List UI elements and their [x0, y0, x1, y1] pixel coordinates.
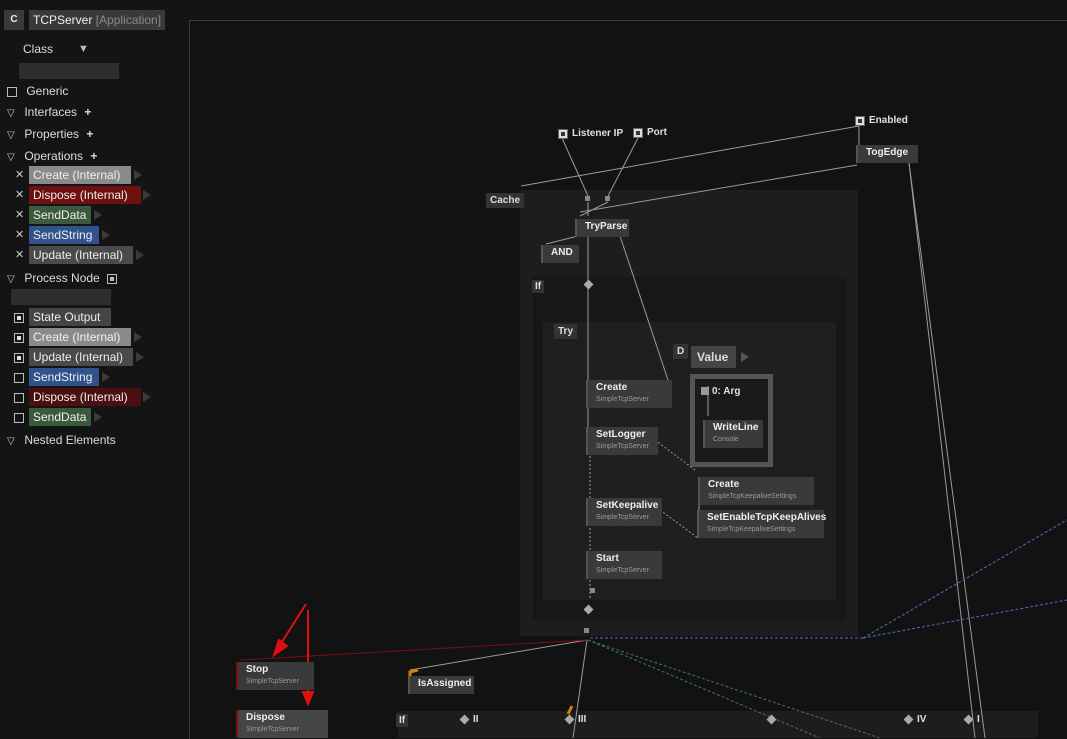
setenabletcpkeepalives-node[interactable]: SetEnableTcpKeepAlives SimpleTcpKeepaliv…	[697, 510, 826, 538]
class-name-input[interactable]	[19, 63, 119, 79]
class-title[interactable]: TCPServer [Application]	[29, 10, 166, 30]
listener-ip-label: Listener IP	[572, 128, 624, 139]
if-case-label: If	[396, 714, 409, 727]
interfaces-section[interactable]: ▽ Interfaces +	[7, 103, 91, 121]
delegate-label: D	[673, 344, 689, 359]
operation-arrow-icon	[134, 170, 142, 180]
process-item-checkbox-icon[interactable]	[14, 353, 24, 363]
stop-node[interactable]: Stop SimpleTcpServer	[236, 662, 314, 690]
process-senddata[interactable]: SendData	[29, 408, 91, 426]
generic-toggle[interactable]: Generic	[7, 82, 68, 100]
operation-arrow-icon	[134, 332, 142, 342]
input-pin[interactable]	[605, 196, 610, 201]
arg-label: 0: Arg	[712, 386, 741, 397]
port-label: Port	[647, 127, 667, 138]
enabled-label: Enabled	[869, 115, 908, 126]
expand-triangle-icon: ▽	[7, 436, 15, 447]
properties-section[interactable]: ▽ Properties +	[7, 125, 93, 143]
process-node-checkbox-icon[interactable]	[107, 273, 118, 284]
remove-operation-icon[interactable]: ✕	[15, 229, 25, 241]
remove-operation-icon[interactable]: ✕	[15, 209, 25, 221]
case-label-i: I	[977, 714, 980, 725]
class-label: Class	[23, 42, 54, 56]
isassigned-node[interactable]: IsAssigned	[408, 676, 474, 694]
output-pin[interactable]	[590, 588, 595, 593]
tryparse-node[interactable]: TryParse	[575, 219, 629, 237]
case-label-iv: IV	[917, 714, 927, 725]
operation-arrow-icon	[143, 190, 151, 200]
dispose-node[interactable]: Dispose SimpleTcpServer	[236, 710, 328, 738]
remove-operation-icon[interactable]: ✕	[15, 169, 25, 181]
port-pad-icon[interactable]	[633, 128, 643, 138]
process-state-output[interactable]: State Output	[29, 308, 111, 326]
setlogger-node[interactable]: SetLogger SimpleTcpServer	[586, 427, 658, 455]
start-node[interactable]: Start SimpleTcpServer	[586, 551, 662, 579]
cache-output-pin[interactable]	[584, 628, 589, 633]
process-item-checkbox-icon[interactable]	[14, 393, 24, 403]
operation-dispose-internal[interactable]: Dispose (Internal)	[29, 186, 141, 204]
setkeepalive-node[interactable]: SetKeepalive SimpleTcpServer	[586, 498, 662, 526]
togedge-node[interactable]: TogEdge	[856, 145, 918, 163]
process-create-internal[interactable]: Create (Internal)	[29, 328, 131, 346]
nested-elements-section[interactable]: ▽ Nested Elements	[7, 431, 116, 449]
and-node[interactable]: AND	[541, 245, 579, 263]
operation-senddata[interactable]: SendData	[29, 206, 91, 224]
operation-create-internal[interactable]: Create (Internal)	[29, 166, 131, 184]
expand-triangle-icon: ▽	[7, 130, 15, 141]
expand-triangle-icon: ▽	[7, 274, 15, 285]
operation-arrow-icon	[102, 230, 110, 240]
cache-label: Cache	[486, 193, 525, 208]
create-node[interactable]: Create SimpleTcpServer	[586, 380, 672, 408]
class-subtitle: [Application]	[95, 13, 162, 27]
keepalive-create-node[interactable]: Create SimpleTcpKeepaliveSettings	[698, 477, 814, 505]
value-label[interactable]: Value	[691, 346, 737, 368]
value-arrow-icon	[741, 352, 749, 362]
case-label-iii: III	[578, 714, 587, 725]
operation-arrow-icon	[94, 210, 102, 220]
operation-arrow-icon	[136, 352, 144, 362]
process-node-input[interactable]	[11, 289, 111, 305]
process-sendstring[interactable]: SendString	[29, 368, 99, 386]
class-badge: C	[4, 10, 24, 30]
operation-arrow-icon	[102, 372, 110, 382]
operation-arrow-icon	[143, 392, 151, 402]
case-label-ii: II	[473, 714, 479, 725]
case-region[interactable]	[398, 711, 1038, 738]
process-item-checkbox-icon[interactable]	[14, 373, 24, 383]
class-name: TCPServer	[33, 13, 93, 27]
process-update-internal[interactable]: Update (Internal)	[29, 348, 133, 366]
expand-triangle-icon: ▽	[7, 108, 15, 119]
arg-pin[interactable]	[701, 387, 709, 395]
add-interface-icon[interactable]: +	[84, 105, 92, 119]
process-item-checkbox-icon[interactable]	[14, 333, 24, 343]
writeline-node[interactable]: WriteLine Console	[703, 420, 763, 448]
process-item-checkbox-icon[interactable]	[14, 413, 24, 423]
operation-arrow-icon	[94, 412, 102, 422]
remove-operation-icon[interactable]: ✕	[15, 189, 25, 201]
add-property-icon[interactable]: +	[86, 127, 94, 141]
enabled-pad-icon[interactable]	[855, 116, 865, 126]
expand-triangle-icon: ▽	[7, 152, 15, 163]
process-dispose-internal[interactable]: Dispose (Internal)	[29, 388, 141, 406]
if-label: If	[532, 280, 545, 293]
operation-arrow-icon	[136, 250, 144, 260]
checkbox-icon	[7, 86, 17, 97]
add-operation-icon[interactable]: +	[90, 149, 98, 163]
remove-operation-icon[interactable]: ✕	[15, 249, 25, 261]
operation-update-internal[interactable]: Update (Internal)	[29, 246, 133, 264]
try-label: Try	[554, 324, 578, 339]
process-item-checkbox-icon[interactable]	[14, 313, 24, 323]
class-dropdown-icon[interactable]: ▼	[78, 43, 89, 55]
operation-sendstring[interactable]: SendString	[29, 226, 99, 244]
class-sidebar: C TCPServer [Application] Class ▼ Generi…	[0, 0, 188, 738]
operations-section[interactable]: ▽ Operations +	[7, 147, 97, 165]
listener-ip-pad-icon[interactable]	[558, 129, 568, 139]
process-node-section[interactable]: ▽ Process Node	[7, 269, 118, 287]
input-pin[interactable]	[585, 196, 590, 201]
